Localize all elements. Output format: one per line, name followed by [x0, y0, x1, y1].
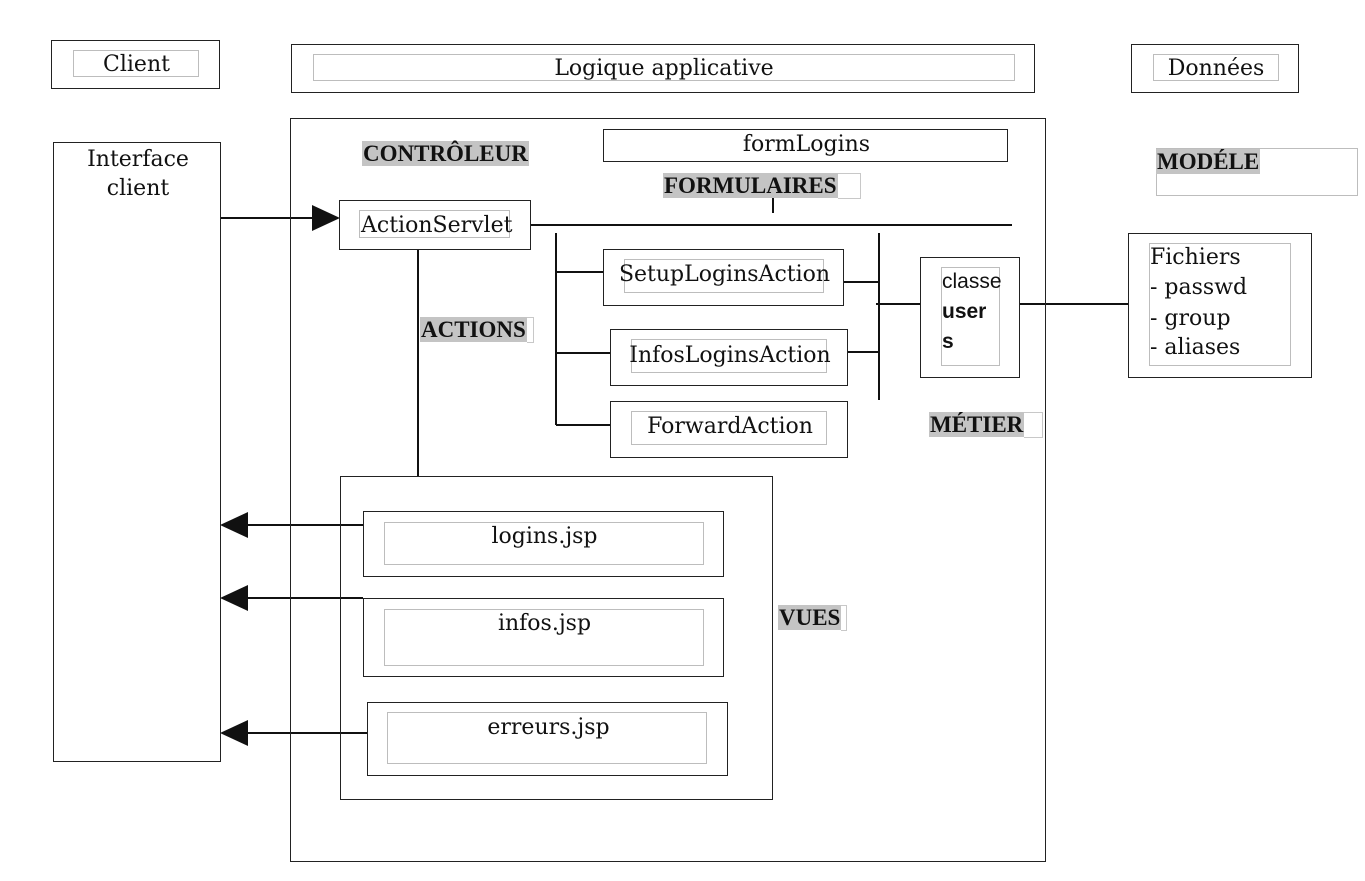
- label-modele: MODÉLE: [1156, 149, 1261, 174]
- setup-logins-action-box: SetupLoginsAction: [603, 249, 844, 306]
- tier-data-label: Données: [1167, 56, 1265, 81]
- arrow-logins-icon: [220, 512, 248, 538]
- label-actions: ACTIONS: [420, 317, 534, 343]
- action-servlet-box: ActionServlet: [339, 200, 531, 250]
- tier-client-label: Client: [103, 52, 170, 77]
- forward-action-box: ForwardAction: [610, 401, 848, 458]
- classe-users-box: classe user s: [920, 257, 1020, 378]
- vues-container: [340, 476, 773, 800]
- erreurs-jsp-label: erreurs.jsp: [487, 715, 610, 740]
- label-vues: VUES: [778, 605, 848, 631]
- classe-users-line2: user: [942, 300, 987, 323]
- classe-users-line3: s: [942, 330, 954, 353]
- arrow-infos-icon: [220, 585, 248, 611]
- action-servlet-label: ActionServlet: [361, 213, 513, 238]
- label-formulaires: FORMULAIRES: [663, 173, 861, 199]
- arrow-to-servlet-icon: [312, 205, 340, 231]
- tier-data-box: Données: [1131, 44, 1299, 93]
- label-controleur: CONTRÔLEUR: [362, 141, 529, 166]
- setup-logins-action-label: SetupLoginsAction: [618, 262, 831, 287]
- interface-client-line1: Interface: [87, 147, 189, 172]
- label-metier: MÉTIER: [929, 412, 1044, 438]
- fichiers-item-passwd: - passwd: [1150, 275, 1248, 300]
- infos-jsp-label: infos.jsp: [497, 611, 592, 636]
- infos-logins-action-label: InfosLoginsAction: [629, 343, 831, 368]
- tier-client-box: Client: [51, 40, 220, 89]
- logins-jsp-label: logins.jsp: [491, 524, 598, 549]
- logins-jsp-box: logins.jsp: [363, 511, 724, 577]
- classe-users-line1: classe: [942, 270, 1002, 293]
- form-logins-label: formLogins: [742, 132, 871, 157]
- interface-client-box: Interface client: [53, 142, 221, 762]
- forward-action-label: ForwardAction: [647, 414, 813, 439]
- infos-jsp-box: infos.jsp: [363, 598, 724, 677]
- tier-logic-label: Logique applicative: [554, 56, 774, 81]
- form-logins-box: formLogins: [603, 129, 1008, 162]
- fichiers-item-group: - group: [1150, 306, 1231, 331]
- logic-container: [290, 118, 1046, 862]
- tier-logic-box: Logique applicative: [291, 44, 1035, 93]
- erreurs-jsp-box: erreurs.jsp: [367, 702, 728, 776]
- fichiers-box: Fichiers - passwd - group - aliases: [1128, 233, 1312, 378]
- arrow-erreurs-icon: [220, 720, 248, 746]
- infos-logins-action-box: InfosLoginsAction: [610, 329, 848, 386]
- interface-client-line2: client: [106, 176, 170, 201]
- fichiers-title: Fichiers: [1150, 245, 1241, 270]
- fichiers-item-aliases: - aliases: [1150, 335, 1241, 360]
